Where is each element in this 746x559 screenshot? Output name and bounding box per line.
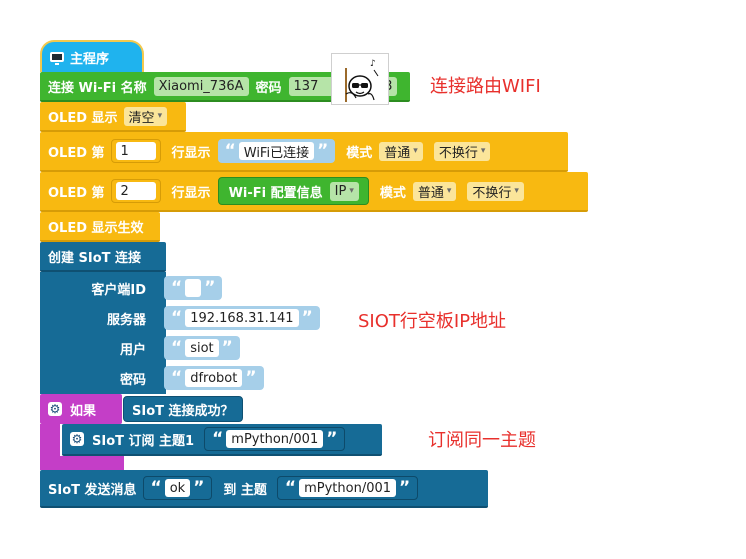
wifi-connect-label: 连接 Wi-Fi 名称	[48, 80, 147, 96]
wifi-password-label: 密码	[255, 80, 282, 96]
siot-send-topic-label: 到 主题	[223, 482, 267, 498]
oled-line2-mode-label: 模式	[379, 185, 406, 201]
close-quote-icon: ”	[193, 477, 205, 498]
subscribe-annotation: 订阅同一主题	[428, 430, 536, 451]
oled-line1-wrap-dropdown[interactable]: 不换行	[433, 141, 491, 161]
siot-server-field[interactable]: 192.168.31.141	[185, 309, 299, 327]
oled-line1-mid-label: 行显示	[171, 145, 211, 161]
oled-line2-number-field[interactable]: 2	[115, 182, 156, 200]
if-label: 如果	[70, 403, 97, 419]
open-quote-icon: “	[171, 277, 183, 298]
siot-client-field[interactable]	[185, 279, 202, 297]
if-block-spine	[40, 424, 60, 458]
close-quote-icon: ”	[301, 307, 313, 328]
oled-line1-block[interactable]: OLED 第 1 行显示 “ WiFi已连接 ” 模式 普通 不换行	[40, 132, 568, 172]
siot-user-socket: “ siot ”	[164, 336, 240, 360]
siot-user-field[interactable]: siot	[185, 339, 219, 357]
wifi-ssid-field[interactable]: Xiaomi_736A	[153, 76, 249, 96]
open-quote-icon: “	[171, 337, 183, 358]
siot-server-row: 服务器 “ 192.168.31.141 ”	[40, 302, 340, 334]
oled-clear-dropdown[interactable]: 清空	[123, 106, 168, 126]
siot-password-row: 密码 “ dfrobot ”	[40, 362, 300, 394]
siot-annotation: SIOT行空板IP地址	[358, 311, 507, 332]
oled-line2-mode-dropdown[interactable]: 普通	[412, 181, 457, 201]
siot-send-topic-field[interactable]: mPython/001	[299, 479, 397, 497]
siot-send-message-field[interactable]: ok	[164, 479, 191, 497]
siot-user-row: 用户 “ siot ”	[40, 332, 280, 364]
wifi-config-info-dropdown[interactable]: IP	[329, 181, 359, 201]
oled-line1-number-socket: 1	[110, 139, 161, 163]
main-program-label: 主程序	[70, 51, 110, 67]
gear-icon[interactable]: ⚙	[70, 432, 84, 446]
monitor-icon	[50, 52, 64, 65]
oled-line1-mode-label: 模式	[346, 145, 373, 161]
close-quote-icon: ”	[245, 367, 257, 388]
oled-clear-block[interactable]: OLED 显示 清空	[40, 102, 186, 132]
siot-server-label: 服务器	[106, 312, 146, 328]
gear-icon[interactable]: ⚙	[48, 402, 62, 416]
oled-line1-number-field[interactable]: 1	[115, 142, 156, 160]
wifi-config-info-socket[interactable]: Wi-Fi 配置信息 IP	[217, 177, 369, 205]
siot-subscribe-topic-socket: “ mPython/001 ”	[204, 427, 346, 451]
oled-line1-prefix: OLED 第	[48, 145, 105, 161]
if-block-header[interactable]: ⚙ 如果	[40, 394, 122, 424]
oled-line1-mode-dropdown[interactable]: 普通	[379, 141, 423, 161]
siot-password-label: 密码	[119, 372, 146, 388]
oled-line2-prefix: OLED 第	[48, 185, 105, 201]
sketch-character-sticker: ♪	[331, 53, 389, 105]
close-quote-icon: ”	[326, 428, 338, 449]
close-quote-icon: ”	[221, 337, 233, 358]
oled-clear-label: OLED 显示	[48, 110, 118, 126]
siot-send-topic-socket: “ mPython/001 ”	[276, 476, 419, 500]
main-program-hat-block[interactable]: 主程序	[40, 40, 144, 72]
siot-send-block[interactable]: SIoT 发送消息 “ ok ” 到 主题 “ mPython/001 ”	[40, 470, 488, 508]
close-quote-icon: ”	[204, 277, 216, 298]
open-quote-icon: “	[284, 477, 297, 498]
wifi-config-info-label: Wi-Fi 配置信息	[228, 185, 323, 201]
open-quote-icon: “	[150, 477, 162, 498]
wifi-annotation: 连接路由WIFI	[430, 76, 541, 97]
open-quote-icon: “	[224, 140, 236, 161]
oled-show-block[interactable]: OLED 显示生效	[40, 212, 160, 242]
close-quote-icon: ”	[399, 477, 411, 498]
oled-line2-block[interactable]: OLED 第 2 行显示 Wi-Fi 配置信息 IP 模式 普通 不换行	[40, 172, 588, 212]
oled-show-label: OLED 显示生效	[48, 220, 144, 236]
siot-server-socket: “ 192.168.31.141 ”	[164, 306, 320, 330]
siot-client-socket: “ ”	[164, 276, 223, 300]
close-quote-icon: ”	[317, 140, 329, 161]
siot-connect-spine	[40, 272, 166, 394]
siot-subscribe-topic-field[interactable]: mPython/001	[226, 430, 324, 448]
open-quote-icon: “	[171, 367, 183, 388]
if-condition-label: SIoT 连接成功？	[132, 403, 234, 419]
siot-connect-header[interactable]: 创建 SIoT 连接	[40, 242, 166, 272]
siot-subscribe-label: SIoT 订阅 主题1	[92, 433, 195, 449]
siot-send-message-socket: “ ok ”	[142, 476, 213, 500]
oled-line1-text-field[interactable]: WiFi已连接	[238, 142, 315, 161]
oled-line2-mid-label: 行显示	[171, 185, 211, 201]
siot-connect-label: 创建 SIoT 连接	[48, 250, 142, 266]
oled-line1-text-socket: “ WiFi已连接 ”	[217, 139, 336, 163]
siot-subscribe-block[interactable]: ⚙ SIoT 订阅 主题1 “ mPython/001 ”	[62, 424, 382, 456]
siot-client-label: 客户端ID	[91, 282, 146, 298]
siot-client-row: 客户端ID “ ”	[40, 272, 240, 304]
if-condition-socket[interactable]: SIoT 连接成功？	[123, 396, 243, 422]
siot-user-label: 用户	[119, 342, 146, 358]
open-quote-icon: “	[212, 428, 224, 449]
oled-line2-number-socket: 2	[110, 179, 161, 203]
oled-line2-wrap-dropdown[interactable]: 不换行	[467, 181, 524, 201]
open-quote-icon: “	[171, 307, 183, 328]
wifi-password-start: 137	[293, 78, 319, 94]
sketch-character-icon: ♪	[345, 59, 379, 102]
if-block-footer	[40, 456, 124, 470]
siot-password-field[interactable]: dfrobot	[185, 369, 243, 387]
siot-password-socket: “ dfrobot ”	[164, 366, 264, 390]
svg-text:♪: ♪	[370, 59, 376, 69]
siot-send-label: SIoT 发送消息	[48, 482, 137, 498]
